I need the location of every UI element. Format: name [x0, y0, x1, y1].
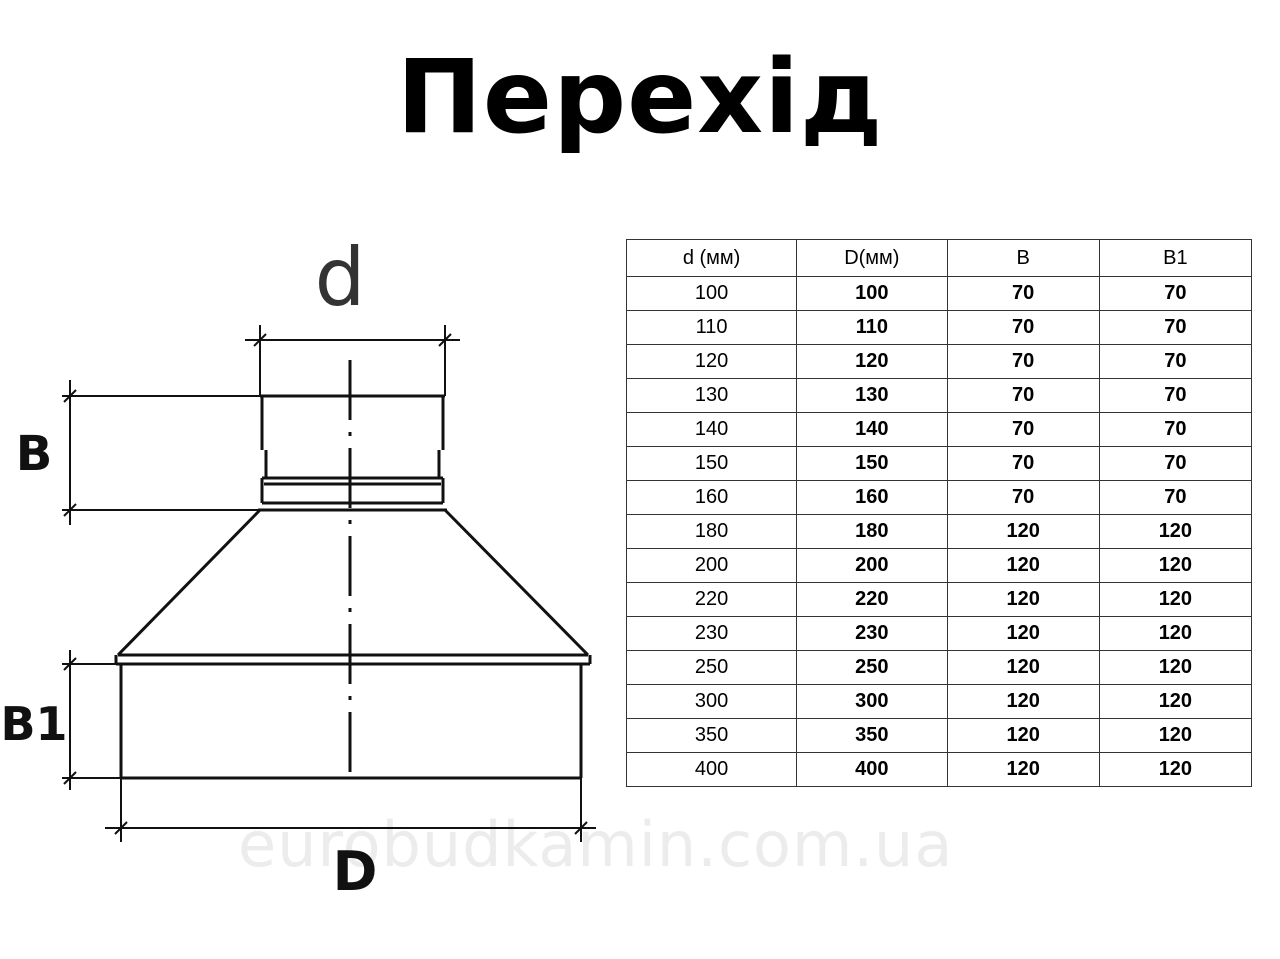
- table-cell: 160: [625, 480, 798, 515]
- table-cell: 70: [946, 480, 1100, 515]
- bottom-cylinder: [119, 664, 583, 780]
- table-cell: 120: [796, 344, 948, 379]
- dimension-D: [105, 778, 596, 842]
- table-cell: 150: [625, 446, 798, 481]
- table-cell: 120: [1098, 650, 1253, 685]
- table-cell: 70: [1098, 446, 1253, 481]
- table-cell: 250: [796, 650, 948, 685]
- table-cell: 70: [1098, 344, 1253, 379]
- reducer-diagram: d B B1 D: [0, 231, 596, 903]
- table-cell: 230: [796, 616, 948, 651]
- table-cell: 150: [796, 446, 948, 481]
- table-cell: 120: [946, 616, 1100, 651]
- table-cell: 120: [1098, 514, 1253, 549]
- table-cell: 180: [796, 514, 948, 549]
- label-B1: B1: [0, 697, 67, 751]
- label-B: B: [16, 426, 53, 482]
- header-D: D(мм): [796, 239, 948, 277]
- table-cell: 230: [625, 616, 798, 651]
- watermark: eurobudkamin.com.ua: [238, 808, 954, 881]
- table-cell: 100: [796, 276, 948, 311]
- table-cell: 130: [796, 378, 948, 413]
- header-B1: B1: [1098, 239, 1253, 277]
- table-cell: 220: [796, 582, 948, 617]
- table-cell: 350: [796, 718, 948, 753]
- table-cell: 120: [946, 752, 1100, 787]
- table-cell: 140: [796, 412, 948, 447]
- table-cell: 120: [1098, 548, 1253, 583]
- table-cell: 70: [946, 276, 1100, 311]
- header-B: B: [946, 239, 1100, 277]
- table-cell: 70: [1098, 412, 1253, 447]
- table-cell: 220: [625, 582, 798, 617]
- table-cell: 100: [625, 276, 798, 311]
- dimension-B: [62, 380, 262, 525]
- table-cell: 70: [946, 412, 1100, 447]
- table-cell: 120: [946, 684, 1100, 719]
- table-cell: 120: [946, 582, 1100, 617]
- dimension-B1: [62, 650, 121, 790]
- table-cell: 120: [946, 548, 1100, 583]
- table-cell: 120: [1098, 752, 1253, 787]
- table-cell: 70: [1098, 378, 1253, 413]
- label-D: D: [333, 840, 378, 903]
- label-d: d: [315, 231, 366, 324]
- table-cell: 140: [625, 412, 798, 447]
- table-cell: 130: [625, 378, 798, 413]
- header-d: d (мм): [625, 239, 798, 277]
- table-cell: 120: [625, 344, 798, 379]
- table-cell: 160: [796, 480, 948, 515]
- table-cell: 300: [796, 684, 948, 719]
- page-title: Перехід: [396, 38, 884, 157]
- dimension-d: [245, 325, 460, 396]
- table-cell: 400: [625, 752, 798, 787]
- table-cell: 120: [946, 650, 1100, 685]
- table-cell: 70: [946, 344, 1100, 379]
- table-cell: 180: [625, 514, 798, 549]
- table-cell: 350: [625, 718, 798, 753]
- table-cell: 120: [1098, 582, 1253, 617]
- top-collar: [258, 394, 447, 512]
- table-cell: 110: [625, 310, 798, 345]
- table-cell: 200: [796, 548, 948, 583]
- table-cell: 70: [946, 446, 1100, 481]
- table-cell: 200: [625, 548, 798, 583]
- table-cell: 120: [1098, 616, 1253, 651]
- table-header-row: d (мм) D(мм) B B1: [625, 239, 1253, 277]
- cone-body: [114, 508, 592, 666]
- table-cell: 70: [1098, 480, 1253, 515]
- table-cell: 110: [796, 310, 948, 345]
- table-cell: 120: [946, 514, 1100, 549]
- table-cell: 70: [1098, 276, 1253, 311]
- table-cell: 400: [796, 752, 948, 787]
- table-cell: 250: [625, 650, 798, 685]
- table-cell: 120: [946, 718, 1100, 753]
- table-cell: 70: [1098, 310, 1253, 345]
- table-cell: 300: [625, 684, 798, 719]
- table-cell: 120: [1098, 684, 1253, 719]
- table-cell: 120: [1098, 718, 1253, 753]
- table-cell: 70: [946, 310, 1100, 345]
- table-cell: 70: [946, 378, 1100, 413]
